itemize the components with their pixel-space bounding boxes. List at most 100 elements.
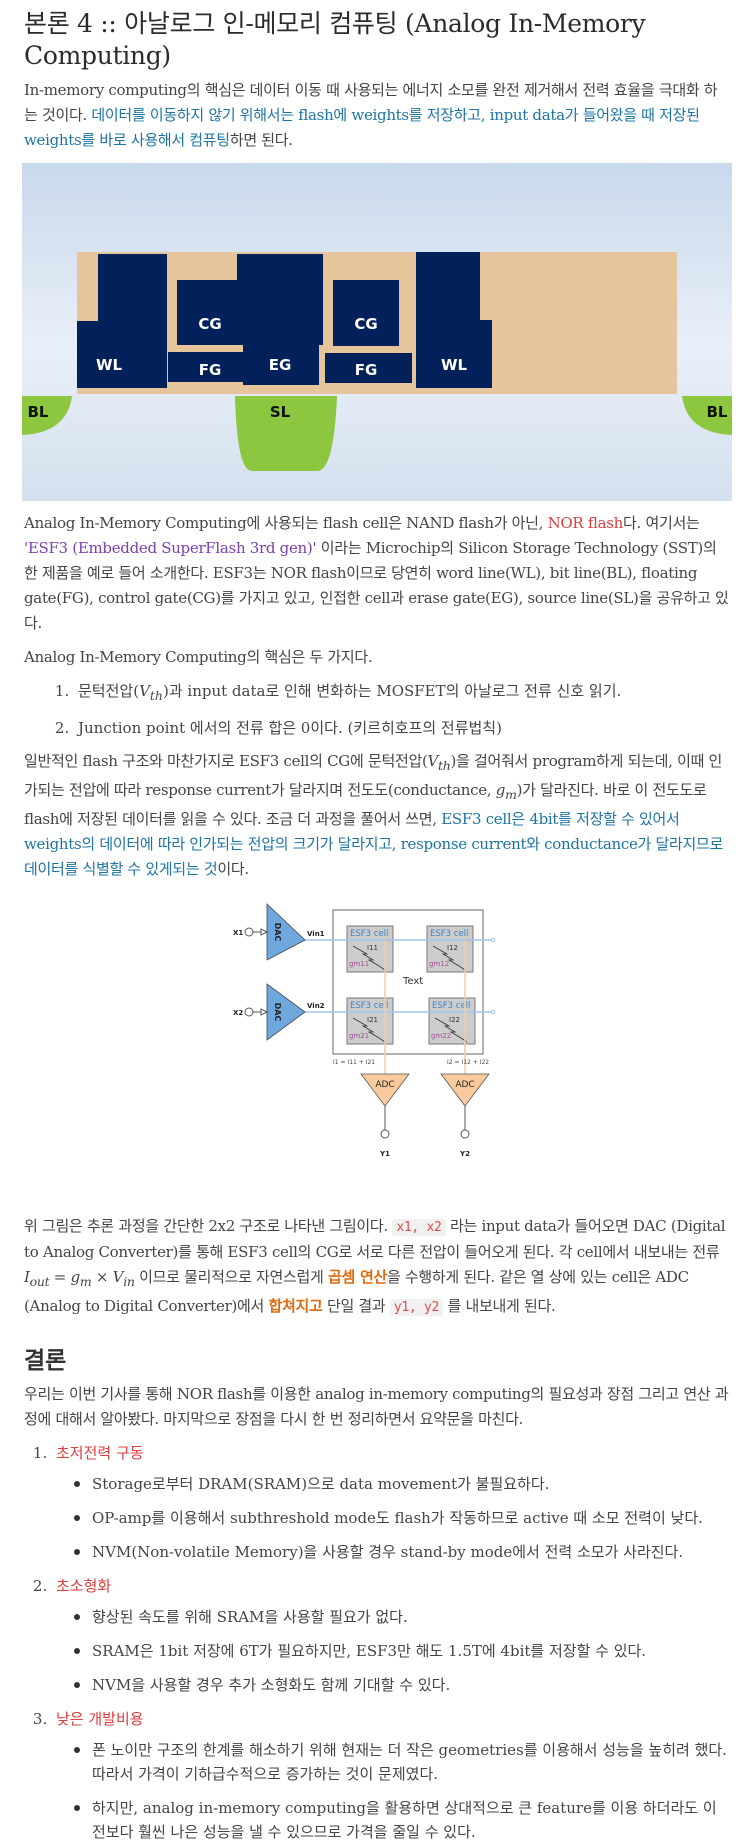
bullet: NVM을 사용할 경우 추가 소형화도 함께 기대할 수 있다. [72, 1673, 730, 1697]
vin-label: Vin1 [307, 930, 325, 938]
crossbar-circuit-diagram: ESF3 cell ESF3 cell ESF3 cell ESF3 cell … [233, 903, 496, 1158]
text: 다. 여기서는 [623, 514, 700, 532]
bullet-list: Storage로부터 DRAM(SRAM)으로 data movement가 불… [72, 1472, 730, 1564]
core-list: 문턱전압(Vth)과 input data로 인해 변화하는 MOSFET의 아… [56, 679, 730, 741]
intro-paragraph: In-memory computing의 핵심은 데이터 이동 때 사용되는 에… [24, 78, 730, 153]
text: 단일 결과 [322, 1297, 390, 1315]
math-sub: m [79, 1274, 92, 1289]
cell-title: ESF3 cell [350, 1001, 388, 1011]
page-title: 본론 4 :: 아날로그 인-메모리 컴퓨팅 (Analog In-Memory… [24, 9, 646, 70]
fg-right-gate [325, 353, 412, 383]
vin-label: Vin2 [307, 1002, 325, 1010]
eg-label: EG [269, 356, 292, 374]
text: 문턱전압( [78, 682, 140, 700]
bullet: NVM(Non-volatile Memory)을 사용할 경우 stand-b… [72, 1540, 730, 1564]
wl-right-label: WL [441, 356, 468, 374]
adc-2 [440, 1073, 490, 1107]
conclusion-item: 초소형화 향상된 속도를 위해 SRAM을 사용할 필요가 없다. SRAM은 … [52, 1574, 730, 1697]
fg-left-label: FG [199, 361, 222, 379]
math-times: × [91, 1268, 113, 1286]
cell-paragraph: Analog In-Memory Computing에 사용되는 flash c… [24, 511, 730, 636]
math-i: I [24, 1268, 30, 1286]
cell-22 [428, 997, 476, 1045]
math-g: g [70, 1268, 81, 1286]
current-label: I22 [449, 1016, 460, 1024]
core-item: 문턱전압(Vth)과 input data로 인해 변화하는 MOSFET의 아… [74, 679, 730, 708]
nor-flash-highlight: NOR flash [547, 514, 624, 532]
program-paragraph: 일반적인 flash 구조와 마찬가지로 ESF3 cell의 CG에 문턱전압… [24, 749, 730, 882]
math-g: g [495, 781, 506, 799]
text: )가 달라진다. 바로 이 전도도로 flash에 저장된 데이터를 읽을 수 … [24, 781, 707, 828]
core-intro: Analog In-Memory Computing의 핵심은 두 가지다. [24, 648, 373, 666]
cg-right-label: CG [354, 315, 377, 333]
wl-left-label: WL [96, 356, 123, 374]
text: 을 수행하게 된다. 같은 열 상에 있는 cell은 ADC (Analog … [24, 1268, 689, 1315]
text: )을 걸어줘서 program하게 되는데, 이때 인가되는 전압에 따라 re… [24, 752, 723, 799]
bullet: Storage로부터 DRAM(SRAM)으로 data movement가 불… [72, 1472, 730, 1496]
program-highlight: ESF3 cell은 4bit를 저장할 수 있어서 weights의 데이터에… [24, 810, 724, 878]
bl-right-label: BL [707, 403, 728, 421]
core-item: Junction point 에서의 전류 합은 0이다. (키르히호프의 전류… [74, 716, 730, 741]
sl-diffusion [235, 396, 337, 471]
current-label: I12 [447, 944, 458, 952]
inference-paragraph: 위 그림은 추론 과정을 간단한 2x2 구조로 나타낸 그림이다. x1, x… [24, 1214, 730, 1320]
cell-title: ESF3 cell [350, 929, 388, 939]
inline-code-x: x1, x2 [392, 1219, 446, 1236]
text: 이므로 물리적으로 자연스럽게 [134, 1268, 329, 1286]
sl-label: SL [270, 403, 291, 421]
math-sub: m [505, 787, 517, 802]
input-node [244, 927, 254, 937]
item-heading: 초저전력 구동 [56, 1444, 144, 1462]
fg-left-gate [168, 352, 254, 382]
adc-label: ADC [455, 1080, 474, 1090]
output-node [380, 1129, 390, 1139]
conclusion-intro: 우리는 이번 기사를 통해 NOR flash를 이용한 analog in-m… [24, 1385, 729, 1428]
conclusion-item: 초저전력 구동 Storage로부터 DRAM(SRAM)으로 data mov… [52, 1441, 730, 1564]
text: 일반적인 flash 구조와 마찬가지로 ESF3 cell의 CG에 문턱전압… [24, 752, 428, 770]
math-sub: th [438, 758, 451, 773]
math-eq: = [49, 1268, 71, 1286]
esf3-cross-section-diagram: WL CG FG EG CG FG WL BL SL BL [22, 163, 732, 501]
esf3-highlight: 'ESF3 (Embedded SuperFlash 3rd gen)' [24, 539, 317, 557]
adc-label: ADC [375, 1080, 394, 1090]
text: 를 내보내게 된다. [443, 1297, 556, 1315]
math-sub: in [123, 1274, 135, 1289]
bl-right-diffusion [682, 396, 732, 435]
sum-highlight: 합쳐지고 [268, 1297, 323, 1315]
text: 라는 input data가 들어오면 DAC (Digital to Anal… [24, 1217, 726, 1261]
input-node [244, 1007, 254, 1017]
sum-label: I2 = I12 + I22 [447, 1059, 489, 1066]
item-heading: 초소형화 [56, 1577, 112, 1595]
cell-title: ESF3 cell [430, 929, 468, 939]
bullet: 폰 노이만 구조의 한계를 해소하기 위해 현재는 더 작은 geometrie… [72, 1738, 730, 1786]
multiply-highlight: 곱셈 연산 [328, 1268, 387, 1286]
current-label: I11 [367, 944, 378, 952]
intro-tail: 하면 된다. [229, 131, 293, 149]
input-label: X2 [233, 1009, 243, 1017]
center-text: Text [402, 976, 423, 987]
gm-label: gm11 [349, 960, 369, 968]
intro-text: In-memory computing의 핵심은 데이터 이동 때 사용되는 에… [24, 81, 718, 124]
adc-1 [360, 1073, 410, 1107]
gm-label: gm22 [431, 1032, 451, 1040]
math-v: V [112, 1268, 124, 1286]
text: Analog In-Memory Computing에 사용되는 flash c… [24, 514, 548, 532]
item-heading: 낮은 개발비용 [56, 1710, 144, 1728]
cell-title: ESF3 cell [432, 1001, 470, 1011]
cg-left-gate [177, 280, 243, 345]
dac-label: DAC [273, 1003, 282, 1022]
bullet-list: 폰 노이만 구조의 한계를 해소하기 위해 현재는 더 작은 geometrie… [72, 1738, 730, 1844]
text: 이라는 Microchip의 Silicon Storage Technolog… [24, 539, 729, 632]
text: 이다. [217, 860, 249, 878]
sum-label: I1 = I11 + I21 [333, 1059, 375, 1066]
conclusion-list: 초저전력 구동 Storage로부터 DRAM(SRAM)으로 data mov… [32, 1441, 730, 1844]
text: )과 input data로 인해 변화하는 MOSFET의 아날로그 전류 신… [162, 682, 622, 700]
cg-right-gate [333, 280, 399, 346]
text: 위 그림은 추론 과정을 간단한 2x2 구조로 나타낸 그림이다. [24, 1217, 393, 1235]
eg-gate [237, 254, 323, 385]
intro-highlight: 데이터를 이동하지 않기 위해서는 flash에 weights를 저장하고, … [24, 106, 700, 149]
bullet: SRAM은 1bit 저장에 6T가 필요하지만, ESF3만 해도 1.5T에… [72, 1639, 730, 1663]
inline-code-y: y1, y2 [389, 1299, 444, 1316]
conclusion-item: 낮은 개발비용 폰 노이만 구조의 한계를 해소하기 위해 현재는 더 작은 g… [52, 1707, 730, 1844]
math-v: V [139, 682, 150, 700]
